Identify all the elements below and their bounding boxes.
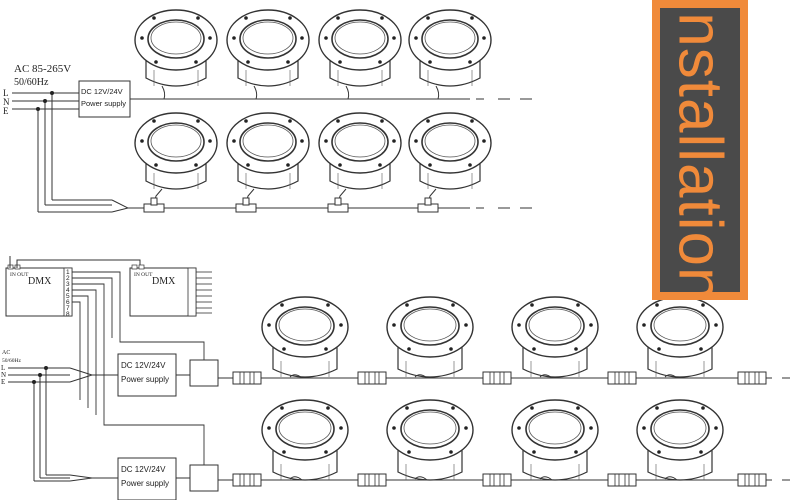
led-fixture [511,296,599,379]
t-connector [143,197,165,213]
terminal-e: E [3,106,9,116]
ac-voltage-label: AC 85-265V [14,63,71,75]
power-supply-2-label: Power supply [121,479,169,488]
terminal-l: L [3,88,9,98]
dmx-channel-label: 8 [66,311,70,318]
waterproof-connector [357,473,387,487]
led-fixture [318,9,402,100]
dmx-channel-label: 3 [66,281,70,288]
waterproof-connector [607,473,637,487]
waterproof-connector [482,473,512,487]
dmx-channel-label: 6 [66,299,70,306]
banner-title: installation [665,8,735,292]
t-connector [327,197,349,213]
led-fixture [134,9,218,100]
led-fixture [226,112,310,205]
dmx-channel-label: 2 [66,275,70,282]
banner-panel: installation [660,8,740,292]
top-diagram: AC 85-265V 50/60Hz L N E DC 12V/24V Powe… [3,9,532,213]
waterproof-connector [737,473,767,487]
terminal-l-bottom: L [1,364,5,372]
led-fixture [134,112,218,205]
led-fixture [511,399,599,481]
dmx-title-right: DMX [152,276,176,287]
dmx-ports-left: IN OUT [10,272,29,278]
dmx-decoder-left [5,267,73,317]
dmx-title-left: DMX [28,276,52,287]
t-connector [417,197,439,213]
led-fixture [261,399,349,481]
led-fixture [386,399,474,481]
power-supply-label: Power supply [81,99,126,108]
power-supply-box-2 [117,457,177,500]
led-fixture [261,296,349,379]
led-fixture [226,9,310,100]
power-supply-1-voltage: DC 12V/24V [121,361,166,370]
installation-banner: installation [652,0,748,300]
led-fixture [636,296,724,379]
dmx-ports-right: IN OUT [134,272,153,278]
led-fixture [636,399,724,481]
frequency-label: 50/60Hz [14,77,49,88]
dmx-decoder-right [129,267,197,317]
terminal-n: N [3,97,10,107]
junction-box-1 [189,359,219,387]
waterproof-connector [482,371,512,385]
waterproof-connector [607,371,637,385]
waterproof-connector [357,371,387,385]
led-fixture [408,112,492,205]
dmx-channel-label: 7 [66,305,70,312]
led-fixture [408,9,492,100]
waterproof-connector [737,371,767,385]
waterproof-connector [232,473,262,487]
power-supply-voltage: DC 12V/24V [81,87,123,96]
led-fixture [318,112,402,205]
dmx-channel-label: 5 [66,293,70,300]
power-supply-1-label: Power supply [121,375,169,384]
waterproof-connector [232,371,262,385]
power-supply-box-1 [117,353,177,397]
dmx-channel-label: 4 [66,287,70,294]
terminal-e-bottom: E [1,378,5,386]
led-fixture [386,296,474,379]
terminal-n-bottom: N [1,371,6,379]
frequency-label-bottom: 50/60Hz [2,358,22,364]
junction-box-2 [189,464,219,492]
power-supply-2-voltage: DC 12V/24V [121,465,166,474]
ac-label: AC [2,350,10,356]
t-connector [235,197,257,213]
dmx-channel-label: 1 [66,269,70,276]
